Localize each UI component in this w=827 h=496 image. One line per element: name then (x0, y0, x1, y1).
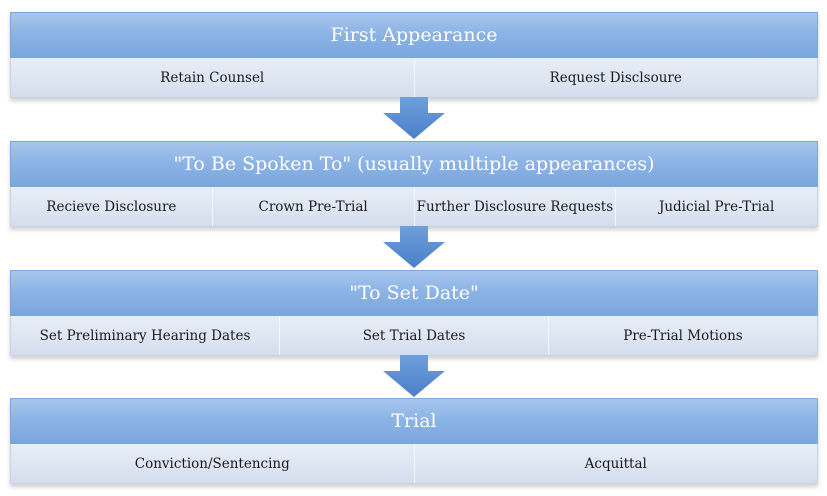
stage-title: "To Set Date" (10, 270, 818, 316)
stage-item: Acquittal (584, 455, 647, 472)
stage-item: Retain Counsel (11, 58, 415, 97)
stage-items: Recieve Disclosure Crown Pre-Trial Furth… (10, 187, 818, 227)
stage-item: Conviction/Sentencing (11, 444, 415, 483)
stage-item: Recieve Disclosure (11, 187, 213, 226)
stage-item: Further Disclosure Requests (415, 187, 617, 226)
stage-item: Crown Pre-Trial (213, 187, 415, 226)
stage-items: Set Preliminary Hearing Dates Set Trial … (10, 316, 818, 356)
stage-item: Set Trial Dates (280, 316, 549, 355)
stage-title: Trial (10, 398, 818, 444)
stage-trial: Trial Conviction/Sentencing Acquittal (10, 398, 818, 484)
stage-item: Request Disclsoure (549, 69, 682, 86)
stage-item: Set Preliminary Hearing Dates (11, 316, 280, 355)
stage-items: Retain Counsel Request Disclsoure (10, 58, 818, 98)
stage-item: Pre-Trial Motions (623, 327, 743, 344)
stage-title: "To Be Spoken To" (usually multiple appe… (10, 141, 818, 187)
down-arrow-icon (383, 97, 445, 139)
down-arrow-icon (383, 355, 445, 397)
stage-item: Judicial Pre-Trial (658, 198, 775, 215)
down-arrow-icon (383, 226, 445, 268)
stage-items: Conviction/Sentencing Acquittal (10, 444, 818, 484)
stage-to-be-spoken-to: "To Be Spoken To" (usually multiple appe… (10, 141, 818, 227)
stage-to-set-date: "To Set Date" Set Preliminary Hearing Da… (10, 270, 818, 356)
stage-title: First Appearance (10, 12, 818, 58)
stage-first-appearance: First Appearance Retain Counsel Request … (10, 12, 818, 98)
